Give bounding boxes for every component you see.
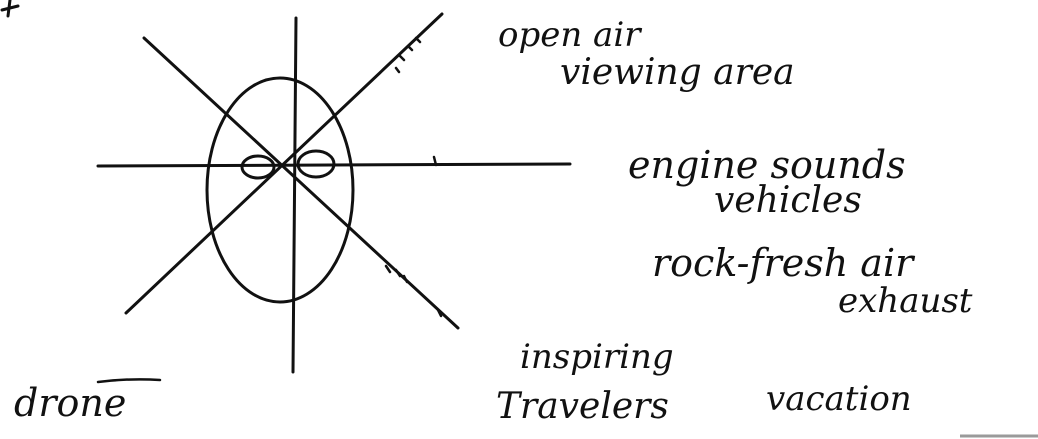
note-viewing-area: viewing area — [560, 52, 795, 93]
note-exhaust: exhaust — [838, 281, 973, 321]
center-oval-left — [242, 156, 274, 178]
note-vehicles: vehicles — [714, 180, 862, 221]
note-vacation: vacation — [766, 379, 912, 419]
viewing-area-oval — [207, 78, 353, 302]
note-open-air: open air — [498, 15, 642, 55]
line-tick-marks — [386, 38, 441, 316]
note-rock-fresh-air: rock-fresh air — [652, 241, 916, 285]
edge-stroke-mark — [2, 0, 18, 16]
note-inspiring: inspiring — [520, 337, 674, 377]
note-travelers: Travelers — [496, 386, 669, 427]
vertical-axis-line — [293, 18, 296, 372]
note-drone: drone — [14, 381, 126, 425]
